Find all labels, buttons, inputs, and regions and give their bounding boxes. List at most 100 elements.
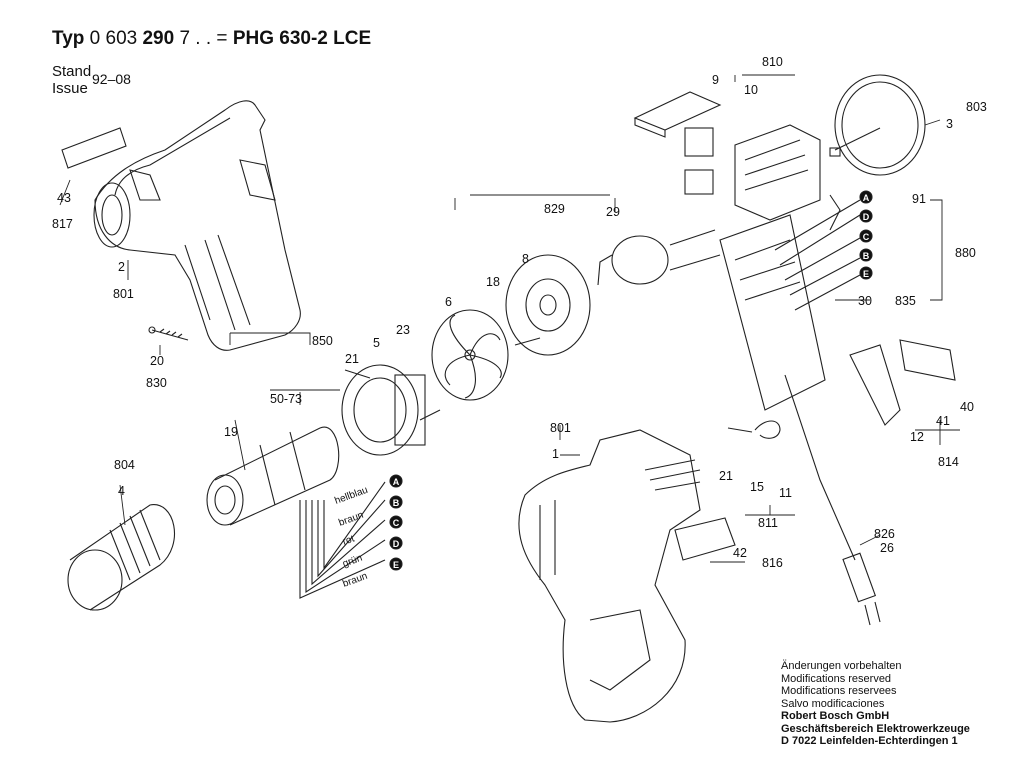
callout-11: 11 [779, 486, 792, 500]
stand-label-de: Stand [52, 63, 92, 80]
stand-label-en: Issue [52, 80, 88, 97]
title-number-bold: 290 [142, 28, 175, 49]
title-number-plain: 0 603 [89, 28, 143, 49]
switch-assembly [633, 91, 821, 221]
callout-12: 12 [910, 430, 924, 444]
note-en: Modifications reserved [781, 672, 892, 685]
callout-6: 6 [445, 295, 452, 309]
note-fr: Modifications reservees [781, 685, 897, 697]
note-es: Salvo modificaciones [781, 697, 885, 710]
stand-value: 92–08 [92, 71, 131, 87]
callout-801-upper: 801 [113, 287, 134, 301]
callout-811: 811 [758, 516, 778, 530]
callout-29: 29 [606, 205, 620, 219]
marker-c-left [389, 515, 403, 529]
wire-labels: hellblau braun rot grün braun [333, 485, 369, 590]
callout-10: 10 [744, 83, 758, 97]
marker-a-left-text: A [393, 477, 400, 487]
callout-26: 26 [880, 541, 894, 555]
title-model: PHG 630-2 LCE [232, 28, 372, 49]
marker-d-left [389, 536, 403, 550]
wire-label-hellblau: hellblau [333, 485, 369, 507]
callout-21-lower: 21 [719, 469, 733, 483]
callout-880: 880 [955, 246, 976, 260]
marker-c-right-text: C [863, 232, 870, 242]
label-sticker-43 [61, 127, 127, 169]
callout-5: 5 [373, 336, 380, 350]
callout-4: 4 [118, 484, 125, 498]
callout-1: 1 [552, 447, 559, 461]
housing-half-lower [518, 429, 701, 723]
power-cable [784, 374, 881, 626]
nozzle [67, 504, 175, 611]
screw-21b [727, 427, 753, 433]
callout-817: 817 [52, 217, 73, 231]
callout-40: 40 [960, 400, 974, 414]
marker-e-right-text: E [863, 269, 869, 279]
company-address: D 7022 Leinfelden-Echterdingen 1 [781, 735, 958, 747]
marker-b-right-text: B [863, 251, 870, 261]
callout-23: 23 [396, 323, 410, 337]
callout-830: 830 [146, 376, 167, 390]
title-suffix: 7 . . = [174, 28, 233, 49]
callout-803: 803 [966, 100, 987, 114]
note-de: Änderungen vorbehalten [781, 660, 902, 672]
element-holder [341, 364, 426, 456]
callout-2: 2 [118, 260, 125, 274]
wire-markers-left: A B C D E [389, 474, 403, 571]
marker-b-left [389, 495, 403, 509]
wire-label-rot: rot [341, 533, 356, 547]
callout-42: 42 [733, 546, 747, 560]
cable-clamp [754, 420, 781, 439]
callout-826: 826 [874, 527, 895, 541]
callout-15: 15 [750, 480, 764, 494]
company-division: Geschäftsbereich Elektrowerkzeuge [781, 722, 970, 735]
page-title: Typ 0 603 290 7 . . = PHG 630-2 LCE [52, 28, 371, 50]
wire-label-braun-1: braun [337, 510, 365, 529]
screw-20 [148, 326, 189, 341]
callout-829: 829 [544, 202, 565, 216]
callout-810: 810 [762, 55, 783, 69]
callout-814: 814 [938, 455, 959, 469]
callout-9: 9 [712, 73, 719, 87]
wire-markers-right: A D C B E [859, 190, 873, 280]
callout-804: 804 [114, 458, 135, 472]
marker-d-right-text: D [863, 212, 870, 222]
label-sticker-42 [674, 517, 736, 561]
callout-30: 30 [858, 294, 872, 308]
marker-a-right [859, 190, 873, 204]
motor [597, 229, 721, 286]
marker-d-left-text: D [393, 539, 400, 549]
wire-label-braun-2: braun [341, 571, 369, 590]
heating-board [719, 194, 861, 411]
callout-43: 43 [57, 191, 71, 205]
callout-8: 8 [522, 252, 529, 266]
leader-lines [59, 74, 960, 563]
callout-91: 91 [912, 192, 926, 206]
callout-18: 18 [486, 275, 500, 289]
control-wheel [829, 74, 926, 176]
callout-835: 835 [895, 294, 916, 308]
callouts: 810 9 10 803 3 43 817 829 29 91 880 2 80… [52, 55, 987, 570]
marker-d-right [859, 209, 873, 223]
callout-801-lower: 801 [550, 421, 571, 435]
marker-e-left [389, 557, 403, 571]
marker-a-left [389, 474, 403, 488]
callout-20: 20 [150, 354, 164, 368]
screw-fan [514, 337, 541, 346]
callout-41: 41 [936, 414, 950, 428]
callout-3: 3 [946, 117, 953, 131]
callout-850: 850 [312, 334, 333, 348]
housing-half-upper [93, 100, 301, 351]
callout-19: 19 [224, 425, 238, 439]
callout-50-73: 50-73 [270, 392, 302, 406]
marker-a-right-text: A [863, 193, 870, 203]
heating-tube [206, 426, 340, 526]
notes-block: Änderungen vorbehalten Modifications res… [781, 660, 970, 748]
callout-816: 816 [762, 556, 783, 570]
marker-b-right [859, 248, 873, 262]
marker-e-right [859, 266, 873, 280]
company-name: Robert Bosch GmbH [781, 710, 890, 722]
bracket [849, 344, 901, 426]
